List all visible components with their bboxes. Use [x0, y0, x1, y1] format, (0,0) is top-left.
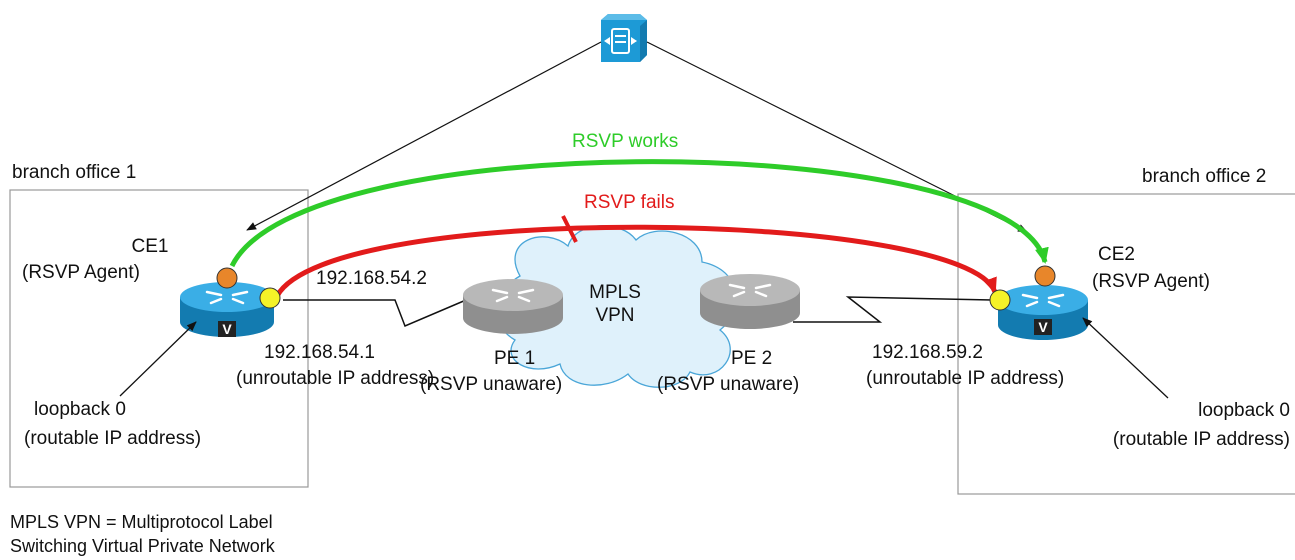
- ce2-router-icon: V: [998, 285, 1088, 340]
- ce2-agent-dot: [1034, 265, 1056, 287]
- legend-line-1: MPLS VPN = Multiprotocol Label: [10, 512, 273, 532]
- ce1-router-icon: V: [180, 282, 274, 337]
- branch-office-1-label: branch office 1: [12, 162, 137, 183]
- loopback-left-note: (routable IP address): [24, 428, 202, 449]
- rsvp-fails-mark: [561, 215, 578, 243]
- ce2-ip-note: (unroutable IP address): [866, 368, 1065, 389]
- mpls-label-line2: VPN: [595, 305, 635, 326]
- branch-office-2-box: [957, 193, 1295, 495]
- pe2-router-icon: [700, 274, 800, 329]
- ce1-name: CE1: [131, 236, 169, 257]
- mpls-label-line1: MPLS: [589, 282, 641, 303]
- pe1-note: (RSVP unaware): [420, 374, 563, 395]
- ce1-role: (RSVP Agent): [22, 262, 140, 283]
- serial-link-pe2-ce2: [793, 296, 993, 323]
- call-manager-icon: [601, 14, 647, 62]
- pe1-name: PE 1: [494, 348, 536, 369]
- loopback-left-label: loopback 0: [34, 399, 126, 420]
- signal-line-ce1: [246, 41, 602, 231]
- branch-office-1-box: [9, 189, 309, 488]
- rsvp-fails-label: RSVP fails: [584, 192, 675, 213]
- ce2-role: (RSVP Agent): [1092, 271, 1210, 292]
- loopback-arrow-left: [119, 321, 197, 397]
- pe2-name: PE 2: [731, 348, 773, 369]
- legend-line-2: Switching Virtual Private Network: [10, 536, 275, 556]
- ce1-ip: 192.168.54.1: [264, 342, 375, 363]
- rsvp-works-path: [229, 159, 1049, 268]
- rsvp-fails-path: [274, 224, 998, 298]
- ce1-agent-dot: [216, 267, 238, 289]
- serial-link-ce1-pe1: [283, 299, 467, 327]
- loopback-right-note: (routable IP address): [1112, 429, 1290, 450]
- ce1-interface-dot: [259, 287, 281, 309]
- branch-office-2-label: branch office 2: [1142, 166, 1267, 187]
- loopback-right-label: loopback 0: [1198, 400, 1290, 421]
- ce1-ip-note: (unroutable IP address): [236, 368, 435, 389]
- pe1-link-ip: 192.168.54.2: [316, 268, 427, 289]
- pe1-router-icon: [463, 279, 563, 334]
- svg-text:V: V: [1038, 319, 1048, 335]
- pe2-note: (RSVP unaware): [657, 374, 800, 395]
- svg-text:V: V: [222, 321, 232, 337]
- rsvp-works-label: RSVP works: [572, 131, 679, 152]
- loopback-arrow-right: [1082, 317, 1169, 399]
- ce2-ip: 192.168.59.2: [872, 342, 983, 363]
- ce2-name: CE2: [1098, 244, 1135, 265]
- ce2-interface-dot: [989, 289, 1011, 311]
